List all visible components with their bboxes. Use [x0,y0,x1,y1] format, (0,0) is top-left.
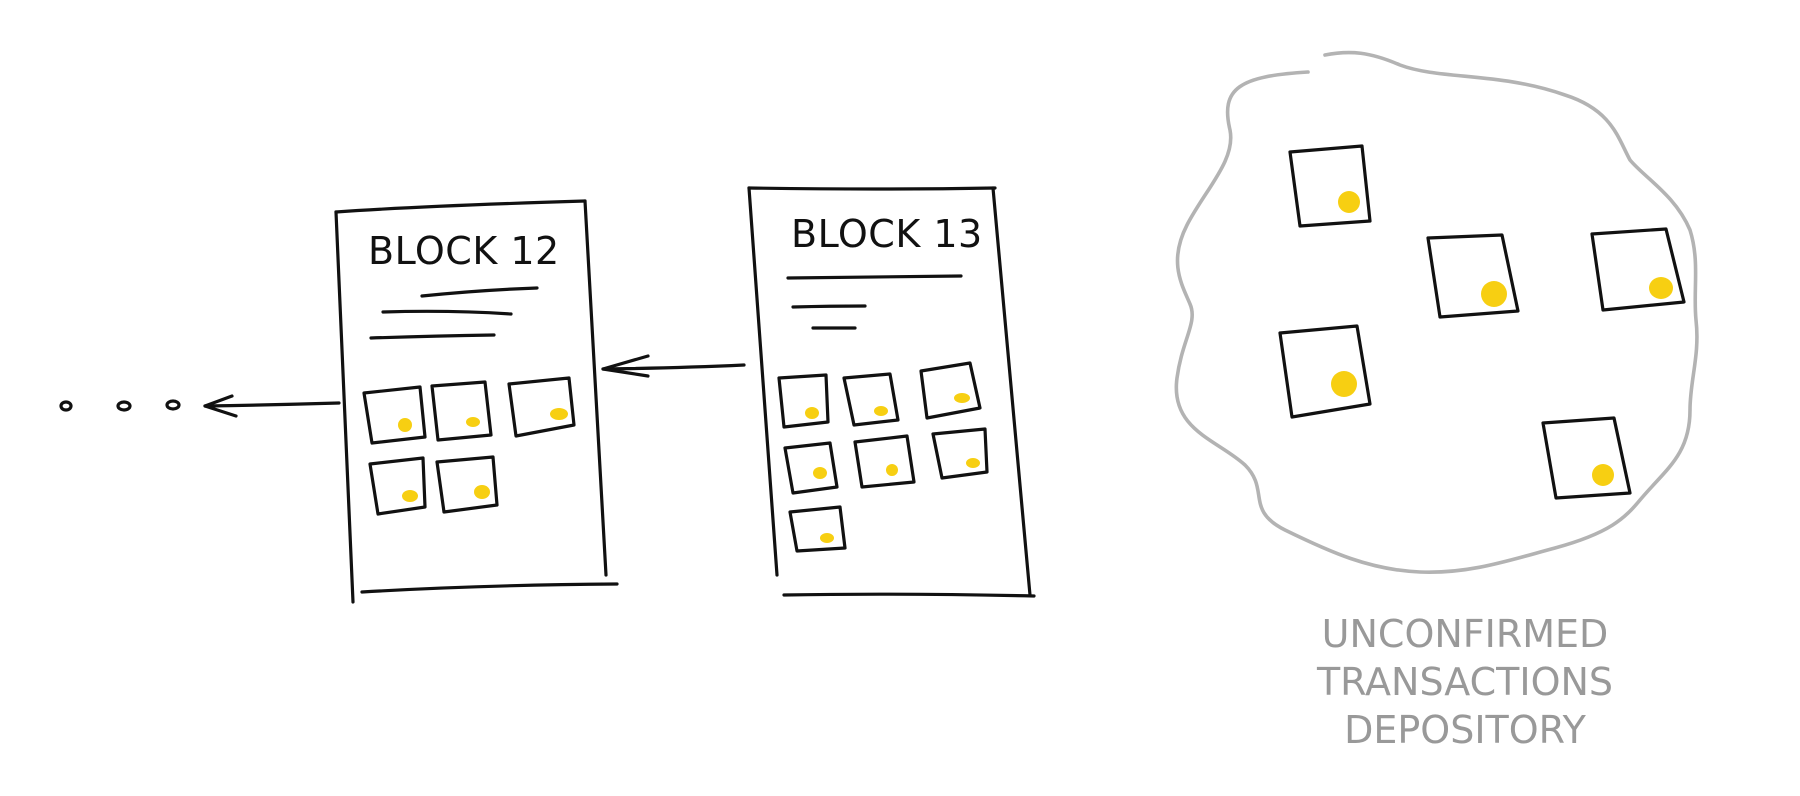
transaction [853,434,916,489]
transaction [507,376,576,438]
transaction [783,441,839,495]
block-13-border-left [747,186,779,577]
block-header-line [786,274,963,280]
transaction [435,455,499,514]
transaction [362,385,427,445]
ellipsis-dot [116,400,132,412]
transaction [842,372,900,427]
block-12-border-left [334,210,355,604]
pool-label: UNCONFIRMED TRANSACTIONS DEPOSITORY [1230,610,1700,754]
block-title: BLOCK 13 [791,212,983,256]
block-12-border-right [583,199,608,577]
arrow-left-to-previous [203,394,341,418]
ellipsis [59,399,181,412]
block-12-border-bottom [360,582,619,594]
transaction [1278,324,1372,419]
transaction [368,456,427,516]
block-13-border-bottom [782,592,1036,598]
transaction [788,505,847,553]
arrow-block13-to-block12 [601,354,746,378]
pool-label-line: UNCONFIRMED [1321,612,1609,656]
block-header-line [369,333,496,340]
transaction [1590,227,1686,312]
transaction [1288,144,1372,228]
pool-label-line: DEPOSITORY [1344,708,1586,752]
block-header-line [791,304,867,309]
block-13-border-right [991,186,1032,597]
pool-cloud-outline [1174,50,1699,574]
unconfirmed-transactions-pool [1174,50,1699,574]
transaction [919,361,982,420]
block-13-border-top [747,186,997,191]
block-12-border-top [334,199,587,214]
block-13: BLOCK 13 [747,186,1036,598]
block-12: BLOCK 12 [334,199,619,604]
block-title: BLOCK 12 [368,229,560,273]
ellipsis-dot [59,400,73,412]
transaction [1541,416,1632,500]
pool-label-line: TRANSACTIONS [1316,660,1614,704]
block-header-line [381,309,513,316]
transaction [1426,233,1520,319]
ellipsis-dot [165,399,181,411]
transaction [931,427,989,480]
transaction [777,373,830,429]
block-header-line [420,286,539,298]
transaction [430,380,493,442]
